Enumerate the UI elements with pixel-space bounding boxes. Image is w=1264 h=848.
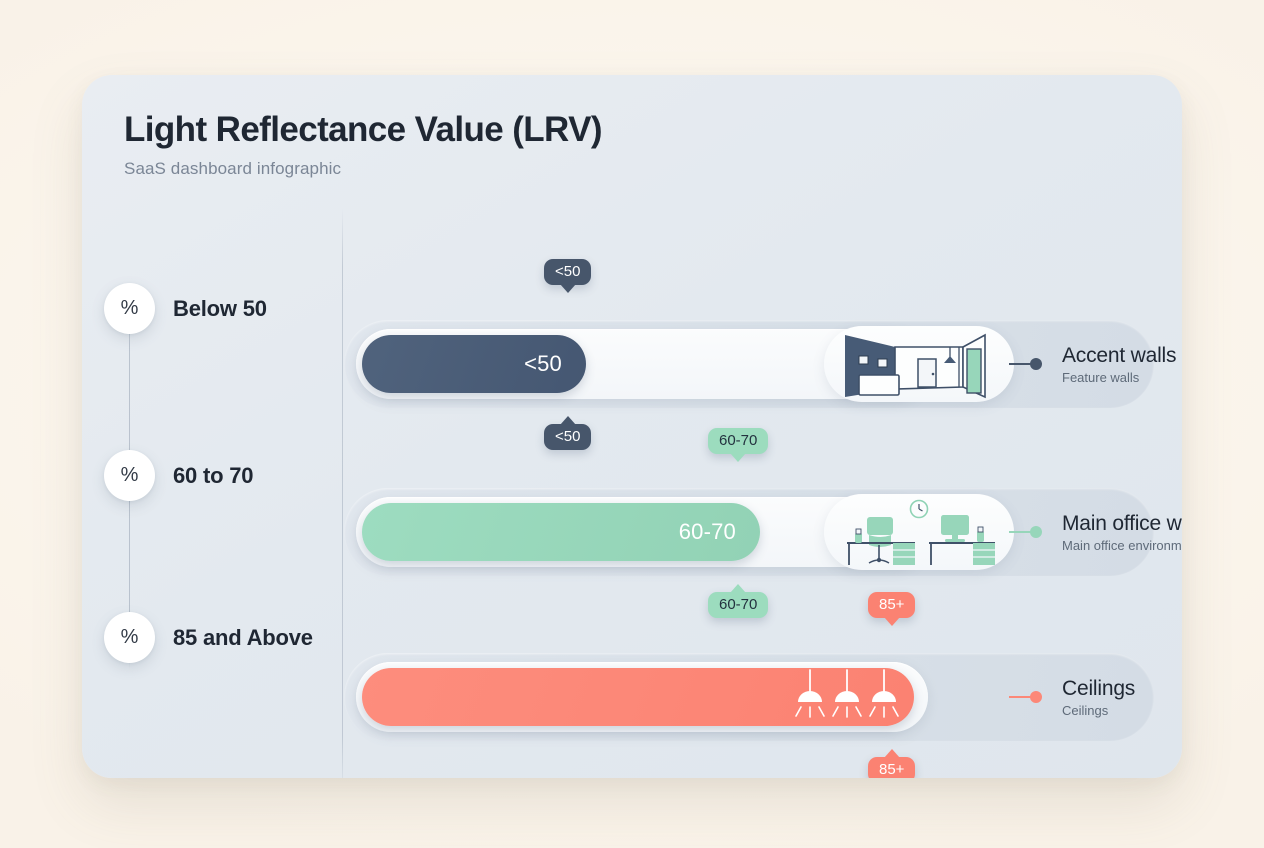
- tooltip-arrow: [730, 584, 747, 593]
- bar-tooltip-below: 85+: [868, 749, 916, 778]
- tooltip-arrow: [559, 284, 576, 293]
- percent-icon: %: [104, 450, 155, 501]
- bar-tooltip-above: 85+: [868, 592, 916, 626]
- bar-fill[interactable]: [362, 668, 914, 726]
- bar-fill[interactable]: 60-70: [362, 503, 760, 561]
- percent-icon: %: [104, 283, 155, 334]
- bar-value-label: <50: [524, 351, 562, 376]
- row-connector: [1009, 691, 1042, 703]
- bar-chart: <50: [344, 235, 1182, 778]
- page-subtitle: SaaS dashboard infographic: [124, 159, 342, 178]
- connector-dot: [1030, 358, 1042, 370]
- chart-row-accent-walls[interactable]: <50: [344, 259, 1177, 450]
- tooltip-arrow: [883, 749, 900, 758]
- connector-line: [1009, 531, 1031, 533]
- room-accent-wall-icon: [845, 333, 986, 399]
- rail-item-below-50[interactable]: % Below 50: [104, 283, 267, 334]
- office-desks-icon: [847, 499, 995, 565]
- tooltip-arrow: [559, 416, 576, 425]
- row-end-label-accent-walls: Accent walls Feature walls: [1062, 344, 1177, 385]
- header: Light Reflectance Value (LRV) SaaS dashb…: [124, 110, 603, 179]
- rail-divider: [342, 208, 343, 778]
- bar-tooltip-below: <50: [544, 416, 592, 450]
- row-icon-capsule: [824, 326, 1014, 402]
- rail-item-label: Below 50: [173, 295, 267, 321]
- bar-tooltip-above: 60-70: [708, 428, 769, 462]
- bar-tooltip-above: <50: [544, 259, 592, 293]
- rail-item-label: 60 to 70: [173, 462, 254, 488]
- rail-item-85-and-above[interactable]: % 85 and Above: [104, 612, 313, 663]
- bar-track: [356, 662, 928, 732]
- tooltip-text: 60-70: [719, 596, 758, 613]
- bar-tooltip-below: 60-70: [708, 584, 769, 618]
- connector-line: [1009, 363, 1031, 365]
- infographic-card: Light Reflectance Value (LRV) SaaS dashb…: [82, 75, 1182, 778]
- connector-line: [1009, 696, 1031, 698]
- row-end-label-ceilings: Ceilings Ceilings: [1062, 677, 1135, 718]
- row-connector: [1009, 358, 1042, 370]
- tooltip-arrow: [883, 617, 900, 626]
- page-title: Light Reflectance Value (LRV): [124, 110, 603, 149]
- bar-fill[interactable]: <50: [362, 335, 586, 393]
- rail-item-label: 85 and Above: [173, 624, 313, 650]
- row-description: Ceilings: [1062, 703, 1109, 718]
- tooltip-text: 85+: [879, 596, 905, 613]
- connector-dot: [1030, 526, 1042, 538]
- row-end-label-main-office-walls: Main office walls Main office environmen…: [1062, 512, 1182, 553]
- tooltip-text: 85+: [879, 761, 905, 778]
- tooltip-text: 60-70: [719, 432, 758, 449]
- tier-rail: % Below 50 % 60 to 70 % 85 and Above: [82, 205, 342, 775]
- tooltip-text: <50: [555, 428, 581, 445]
- row-connector: [1009, 526, 1042, 538]
- rail-item-60-to-70[interactable]: % 60 to 70: [104, 450, 254, 501]
- row-description: Feature walls: [1062, 370, 1140, 385]
- chart-row-ceilings[interactable]: Ceilings Ceilings 85+ 85+: [344, 592, 1154, 778]
- tooltip-text: <50: [555, 263, 581, 280]
- bar-value-label: 60-70: [678, 519, 736, 544]
- connector-dot: [1030, 691, 1042, 703]
- pendant-lamps-icon: [795, 669, 899, 718]
- row-description: Main office environment: [1062, 538, 1182, 553]
- row-name: Accent walls: [1062, 344, 1177, 367]
- row-name: Ceilings: [1062, 677, 1136, 700]
- row-icon-capsule: [824, 494, 1014, 570]
- chart-row-main-office-walls[interactable]: 60-70: [344, 428, 1182, 618]
- row-name: Main office walls: [1062, 512, 1182, 535]
- tooltip-arrow: [730, 453, 747, 462]
- percent-icon: %: [104, 612, 155, 663]
